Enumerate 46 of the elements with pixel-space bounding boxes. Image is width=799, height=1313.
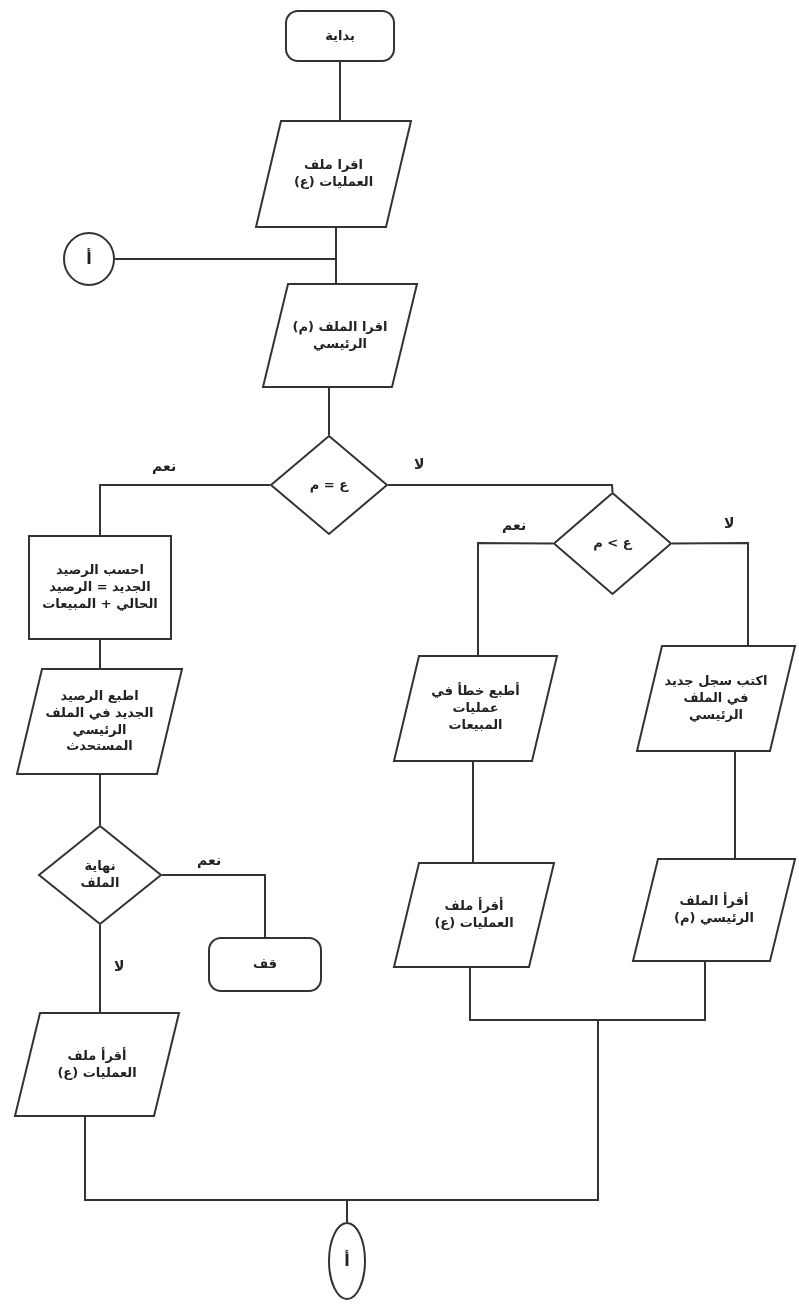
connector-line: [99, 924, 101, 1013]
terminal-box: [208, 937, 322, 992]
node-text: نهاية الملف: [79, 858, 121, 892]
connector-circle: [63, 232, 115, 286]
input-output-parallelogram: [14, 1012, 180, 1117]
input-output-parallelogram: [636, 645, 796, 752]
node-text: احسب الرصيد الجديد = الرصيد الحالي + المبيعات: [41, 562, 159, 613]
connector-line: [734, 751, 736, 859]
node-text: اقرا ملف العمليات (ع): [292, 157, 375, 191]
input-output-parallelogram: [262, 283, 418, 388]
node-text: أطبع خطأ في عمليات المبيعات: [430, 683, 521, 734]
connector-line: [99, 639, 101, 669]
node-text: أ: [343, 1250, 351, 1272]
connector-line: [477, 542, 554, 656]
process-box: [28, 535, 172, 640]
connector-line: [99, 774, 101, 826]
input-output-parallelogram: [16, 668, 183, 775]
connector-circle: [328, 1222, 366, 1300]
node-text: أقرأ الملف الرئيسي (م): [673, 893, 755, 927]
decision-diamond: [270, 435, 388, 535]
connector-line: [387, 484, 614, 493]
connector-line: [161, 874, 266, 938]
decision-diamond: [553, 492, 672, 595]
node-text: ع = م: [308, 476, 350, 494]
input-output-parallelogram: [393, 862, 555, 968]
input-output-parallelogram: [632, 858, 796, 962]
node-text: اطبع الرصيد الجديد في الملف الرئيسي المستحدث: [44, 687, 155, 756]
node-text: أقرأ ملف العمليات (ع): [433, 898, 515, 932]
node-text: ع > م: [592, 535, 633, 552]
connector-line: [114, 258, 337, 284]
node-text: قف: [252, 956, 278, 973]
connector-line: [472, 761, 474, 863]
node-text: أ: [85, 248, 93, 270]
decision-diamond: [38, 825, 162, 925]
node-text: اكتب سجل جديد في الملف الرئيسي: [663, 673, 769, 724]
node-text: أقرأ ملف العمليات (ع): [56, 1047, 138, 1082]
connector-line: [339, 61, 341, 121]
connector-line: [84, 1116, 348, 1223]
input-output-parallelogram: [255, 120, 412, 228]
connector-line: [328, 387, 330, 436]
connector-line: [99, 484, 271, 536]
connector-line: [671, 542, 749, 646]
input-output-parallelogram: [393, 655, 558, 762]
node-text: بداية: [324, 27, 356, 45]
node-text: اقرا الملف (م) الرئيسي: [292, 318, 388, 353]
terminal-box: [285, 10, 395, 62]
